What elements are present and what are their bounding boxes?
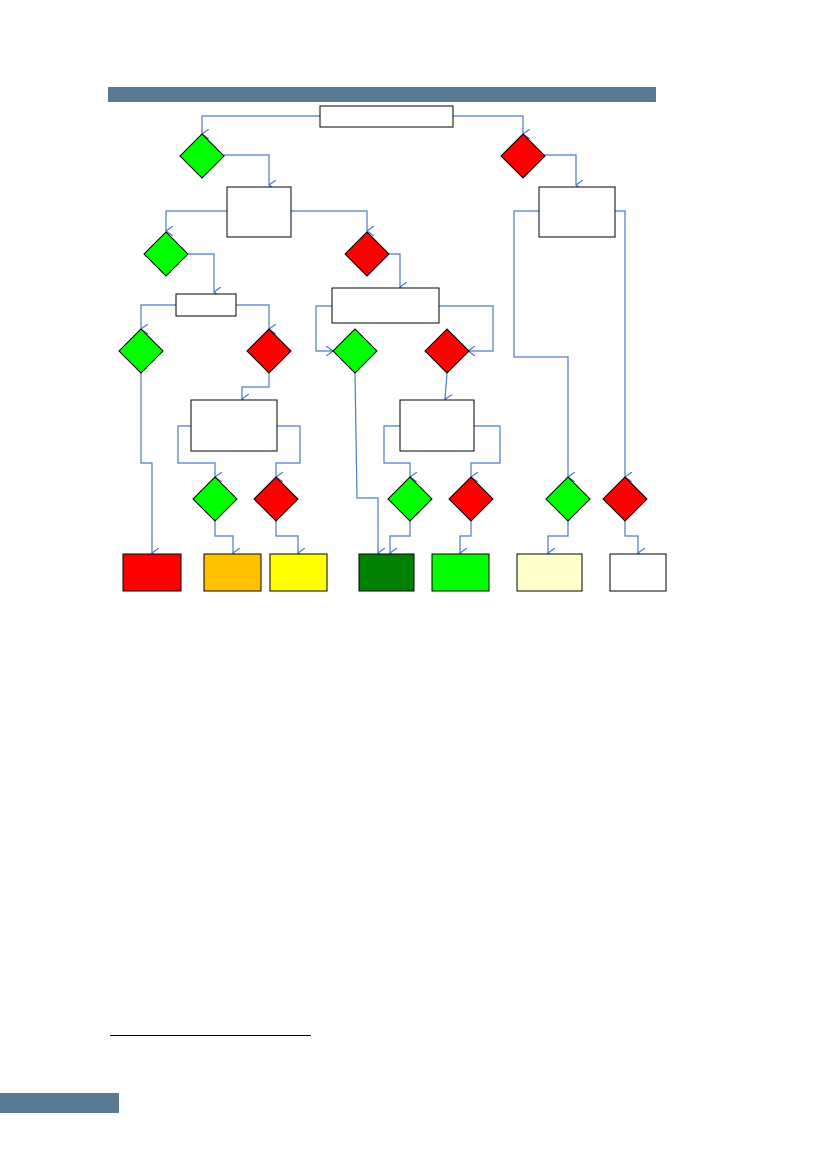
decision-diamond-no: [448, 476, 494, 522]
connector: [390, 521, 411, 553]
decision-diamond-no: [246, 328, 292, 374]
connector: [544, 154, 576, 185]
connector: [140, 373, 152, 553]
process-box-b: [175, 293, 237, 317]
connector: [453, 115, 523, 134]
decision-diamond-yes: [179, 133, 225, 179]
connector: [202, 115, 320, 134]
connector: [471, 425, 501, 477]
connector: [276, 425, 301, 477]
connector: [177, 425, 215, 477]
connector: [242, 373, 270, 399]
connector: [214, 521, 233, 553]
decision-diamond-yes: [192, 476, 238, 522]
connector: [187, 253, 214, 292]
connector: [275, 521, 298, 553]
outcome-dark-green-box: [358, 553, 415, 592]
header-bar: [108, 87, 656, 102]
connectors: [140, 115, 638, 553]
outcome-boxes: [122, 553, 667, 592]
decision-diamond-yes: [332, 328, 378, 374]
process-boxes: [175, 105, 616, 452]
connector: [354, 372, 378, 553]
outcome-green-box: [431, 553, 490, 592]
process-box-c: [331, 287, 440, 324]
decision-diamond-yes: [118, 328, 164, 374]
decision-diamond-yes: [387, 476, 433, 522]
connector: [615, 210, 625, 477]
connector: [445, 372, 447, 399]
decision-diamond-yes: [143, 231, 189, 277]
connector: [315, 305, 333, 351]
connector: [460, 521, 472, 553]
outcome-red-box: [122, 553, 182, 592]
outcome-white-box: [609, 553, 667, 592]
connector: [548, 521, 569, 553]
connector: [141, 304, 176, 329]
root-box: [319, 105, 454, 128]
decision-diamond-no: [253, 476, 299, 522]
decision-diamond-no: [500, 133, 546, 179]
connector: [624, 521, 638, 553]
process-box-a: [226, 186, 292, 238]
outcome-yellow-box: [269, 553, 328, 592]
connector: [223, 154, 269, 185]
connector: [236, 304, 269, 329]
process-box-e: [399, 399, 475, 452]
connector: [383, 425, 410, 477]
connector: [166, 210, 227, 231]
connector: [439, 305, 494, 351]
decision-diamond-no: [424, 328, 470, 374]
process-box-r: [538, 186, 616, 238]
decision-nodes: [118, 133, 648, 522]
process-box-d: [190, 399, 278, 452]
decision-diamond-yes: [545, 476, 591, 522]
decision-diamond-no: [602, 476, 648, 522]
outcome-light-yellow-box: [516, 553, 583, 592]
connector: [291, 210, 367, 231]
footer-block: [0, 1093, 119, 1113]
connector: [388, 253, 400, 287]
footnote-rule: [110, 1035, 311, 1036]
outcome-orange-box: [203, 553, 262, 592]
connector: [513, 210, 568, 477]
decision-diamond-no: [344, 231, 390, 277]
